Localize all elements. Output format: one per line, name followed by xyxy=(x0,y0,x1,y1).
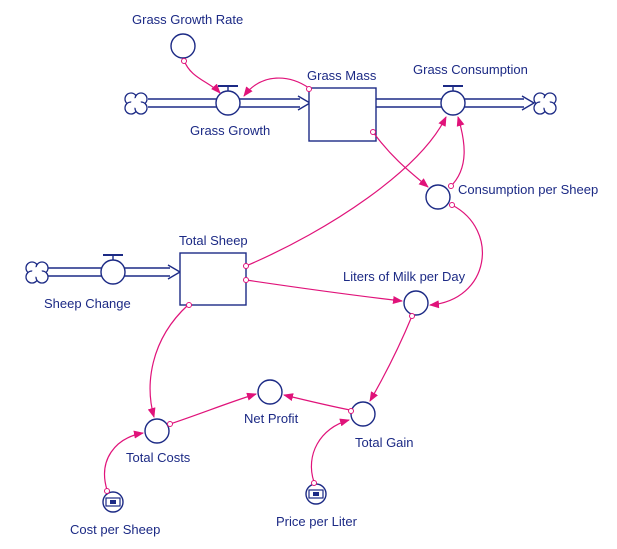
link-consumption-per-sheep-to-grass-consumption xyxy=(449,116,465,188)
grass-growth-rate-label: Grass Growth Rate xyxy=(132,12,243,27)
price-per-liter-constant[interactable] xyxy=(305,483,327,505)
grass-consumption-label: Grass Consumption xyxy=(413,62,528,77)
link-total-sheep-to-liters-of-milk xyxy=(245,279,403,304)
grass-growth-label: Grass Growth xyxy=(190,123,270,138)
link-consumption-per-sheep-to-liters-of-milk xyxy=(429,204,483,309)
sheep-change-valve[interactable] xyxy=(100,254,126,285)
total-gain-label: Total Gain xyxy=(355,435,414,450)
link-price-per-liter-to-total-gain xyxy=(310,418,350,483)
liters-of-milk-per-day-node[interactable] xyxy=(403,290,429,316)
net-profit-label: Net Profit xyxy=(244,411,299,426)
link-total-costs-to-net-profit xyxy=(169,392,257,425)
total-costs-node[interactable] xyxy=(144,418,170,444)
price-per-liter-label: Price per Liter xyxy=(276,514,358,529)
link-cost-per-sheep-to-total-costs xyxy=(104,430,144,491)
grass-growth-rate-node[interactable] xyxy=(170,33,196,59)
grass-consumption-valve[interactable] xyxy=(440,85,466,116)
link-grass-mass-to-grass-growth xyxy=(243,77,310,97)
total-sheep-stock[interactable] xyxy=(179,252,247,306)
consumption-per-sheep-label: Consumption per Sheep xyxy=(458,182,598,197)
source-cloud-sheep-icon xyxy=(25,261,49,284)
sink-cloud-grass-icon xyxy=(533,92,557,115)
link-grass-growth-rate-to-grass-growth xyxy=(183,59,221,94)
cost-per-sheep-label: Cost per Sheep xyxy=(70,522,160,537)
link-total-sheep-to-total-costs xyxy=(147,304,189,418)
link-liters-of-milk-to-total-gain xyxy=(369,315,413,402)
liters-of-milk-per-day-label: Liters of Milk per Day xyxy=(343,269,466,284)
cost-per-sheep-constant[interactable] xyxy=(102,491,124,513)
sheep-change-label: Sheep Change xyxy=(44,296,131,311)
link-total-gain-to-net-profit xyxy=(283,393,351,411)
grass-mass-label: Grass Mass xyxy=(307,68,377,83)
total-gain-node[interactable] xyxy=(350,401,376,427)
total-costs-label: Total Costs xyxy=(126,450,191,465)
link-total-sheep-to-grass-consumption xyxy=(245,116,447,267)
net-profit-node[interactable] xyxy=(257,379,283,405)
source-cloud-grass-icon xyxy=(124,92,148,115)
grass-mass-stock[interactable] xyxy=(308,87,377,142)
link-origin-markers xyxy=(104,58,455,494)
grass-growth-valve[interactable] xyxy=(215,85,241,116)
link-grass-mass-to-consumption-per-sheep xyxy=(372,131,429,188)
consumption-per-sheep-node[interactable] xyxy=(425,184,451,210)
total-sheep-label: Total Sheep xyxy=(179,233,248,248)
